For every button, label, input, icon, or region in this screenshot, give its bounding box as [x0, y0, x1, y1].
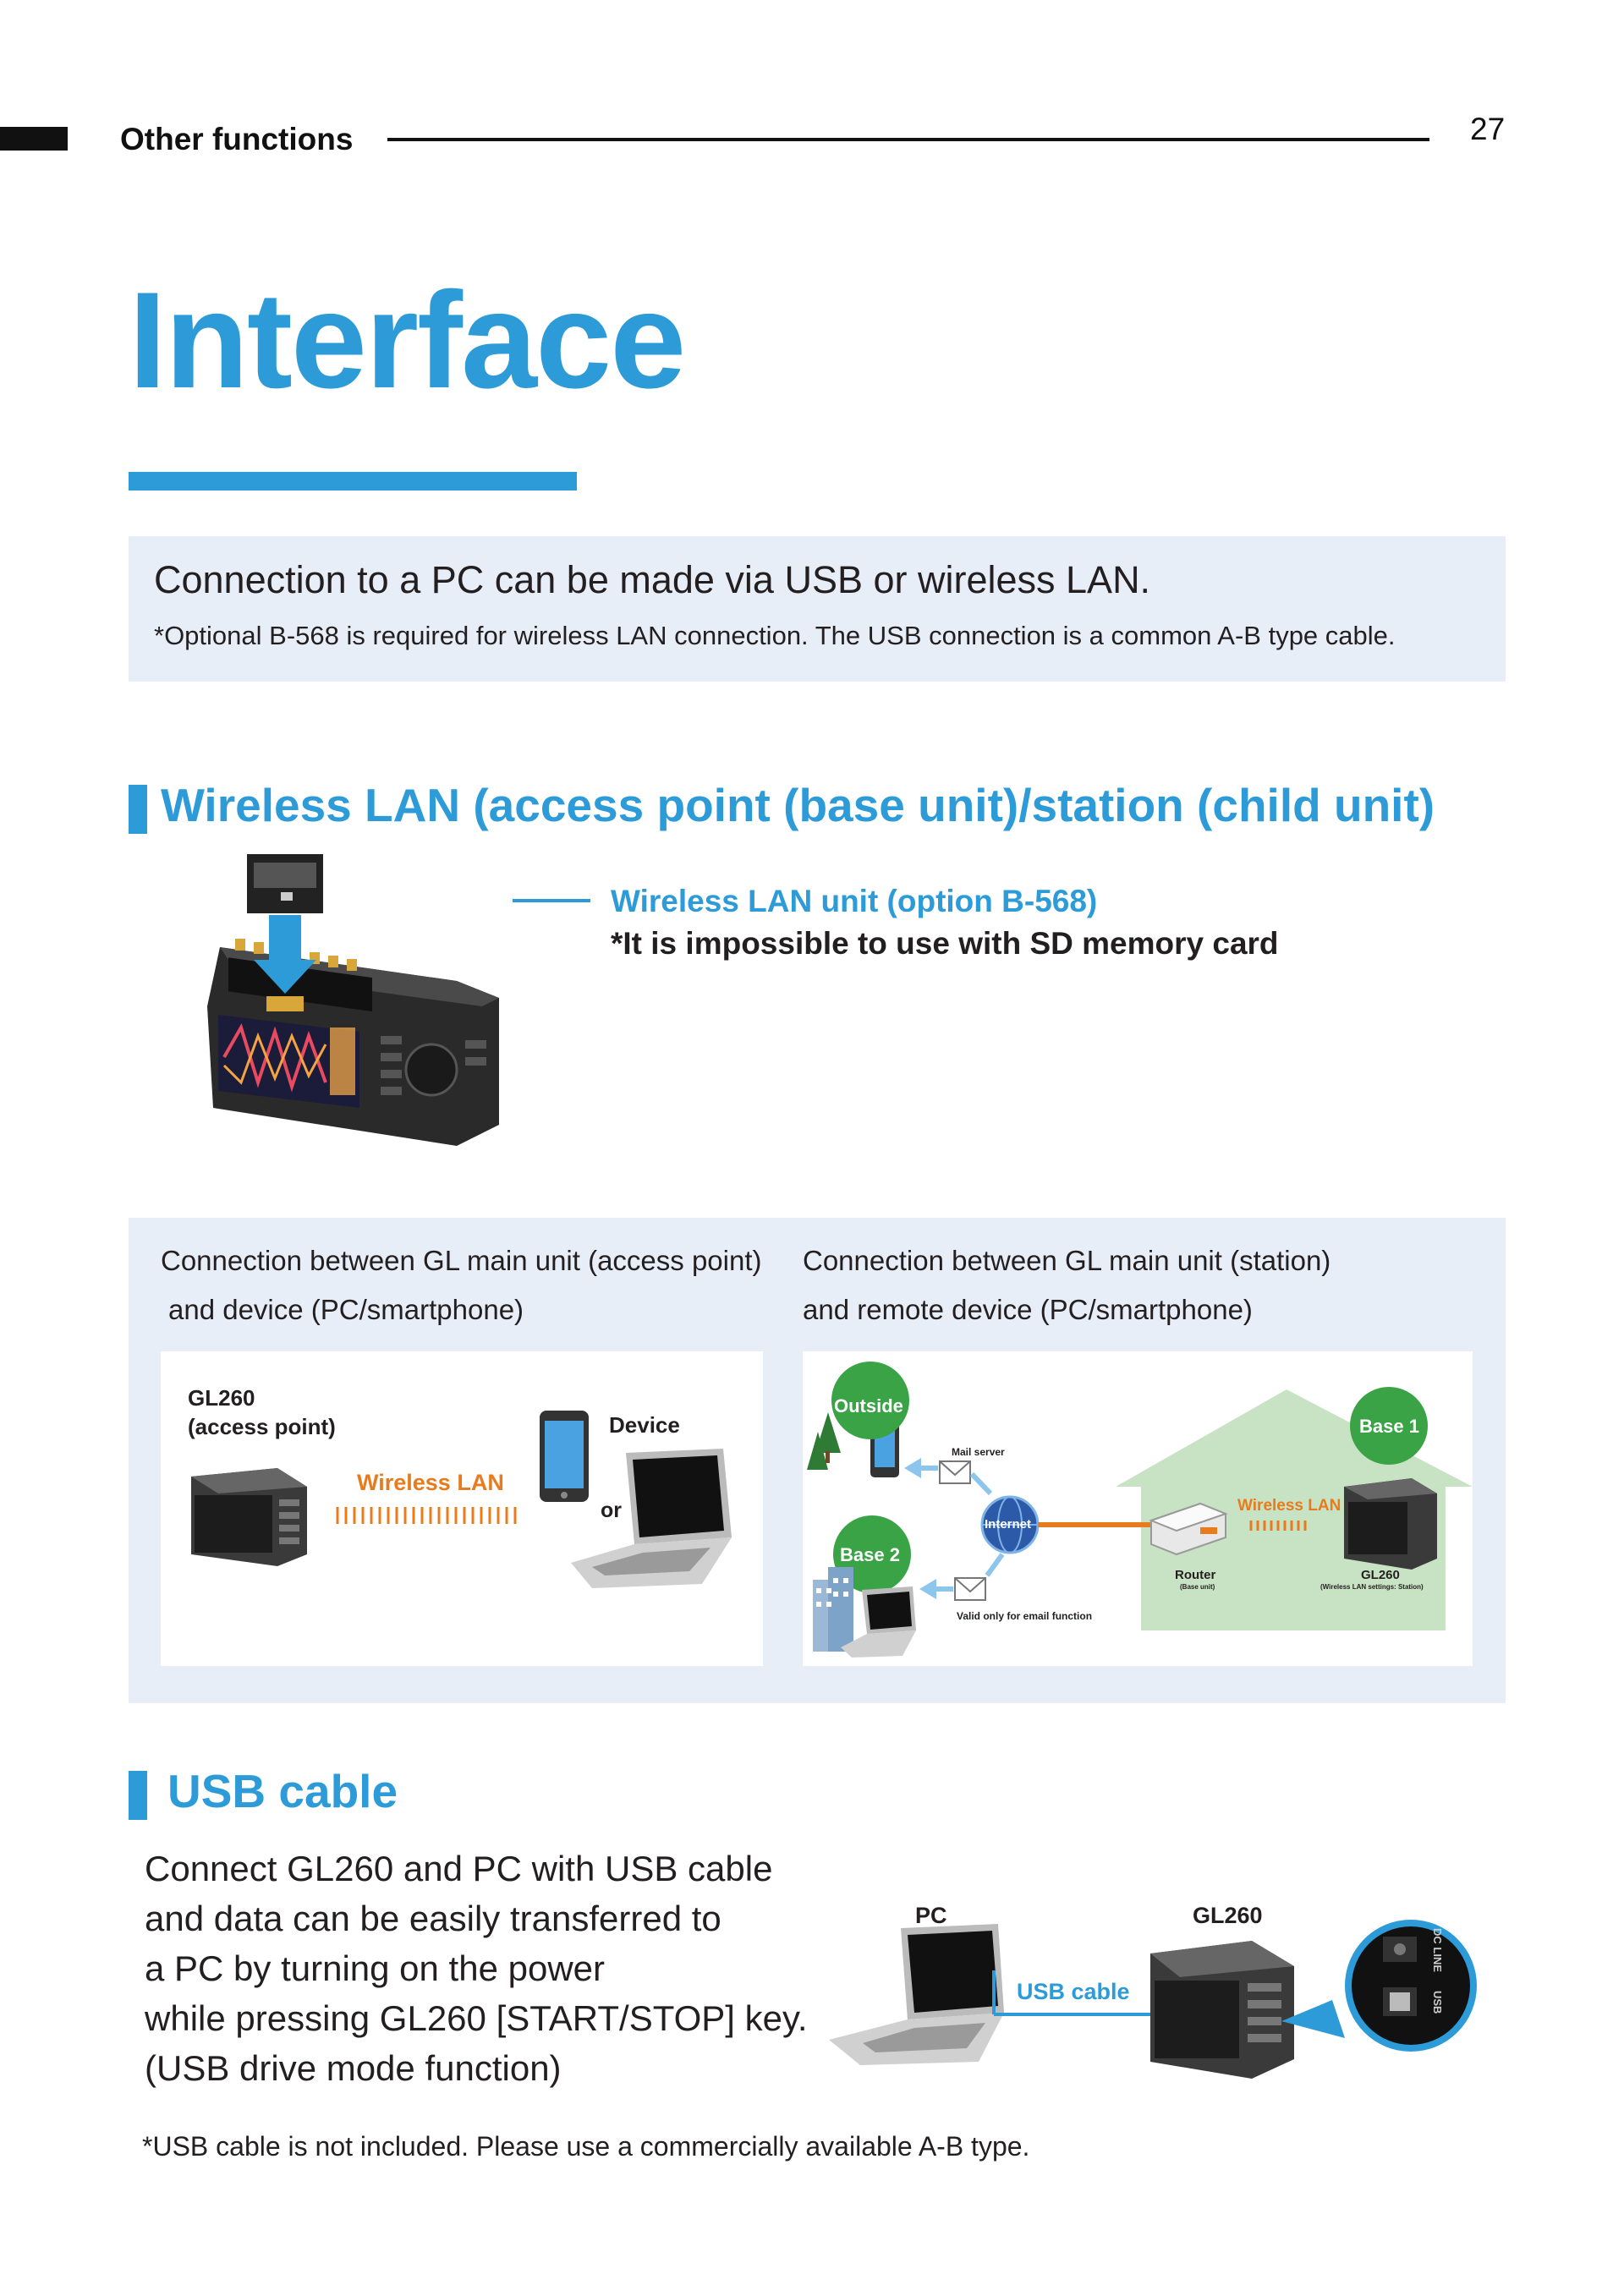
outside-badge: Outside: [834, 1395, 903, 1417]
base1-badge: Base 1: [1359, 1416, 1419, 1437]
usb-pc-label: PC: [915, 1903, 947, 1928]
right-caption-line2: and remote device (PC/smartphone): [803, 1294, 1253, 1325]
laptop-icon: [571, 1449, 732, 1588]
station-network-drawing: [807, 1362, 1473, 1658]
wireless-lan-label-2: Wireless LAN: [1237, 1497, 1341, 1515]
wireless-unit-note: *It is impossible to use with SD memory …: [611, 926, 1279, 961]
usb-note: *USB cable is not included. Please use a…: [142, 2131, 1030, 2162]
usb-gl-label: GL260: [1193, 1903, 1263, 1928]
access-point-diagram: GL260 (access point) Wireless LAN Device…: [161, 1351, 763, 1666]
right-caption-line1: Connection between GL main unit (station…: [803, 1245, 1331, 1276]
wireless-heading: Wireless LAN (access point (base unit)/s…: [161, 779, 1435, 831]
gl260-label: GL260: [188, 1385, 255, 1411]
intro-text: Connection to a PC can be made via USB o…: [154, 558, 1151, 601]
wireless-lan-label: Wireless LAN: [357, 1470, 504, 1495]
dc-line-port-label: DC LINE: [1431, 1928, 1444, 1972]
gl260-device-icon: [191, 1468, 307, 1566]
router-sublabel: (Base unit): [1180, 1583, 1215, 1591]
title-underline: [129, 472, 577, 490]
section-bar: [129, 1771, 147, 1820]
gl260-with-wireless-unit-illustration: [207, 854, 499, 1146]
smartphone-icon: [540, 1411, 589, 1502]
section-title: Other functions: [120, 122, 354, 156]
header-marker: [0, 127, 68, 151]
page-number: 27: [1470, 112, 1506, 146]
left-caption-line1: Connection between GL main unit (access …: [161, 1245, 762, 1276]
usb-port-label: USB: [1431, 1991, 1444, 2014]
usb-body-line: (USB drive mode function): [145, 2048, 562, 2088]
header-rule: [387, 138, 1429, 141]
usb-cable-label: USB cable: [1017, 1979, 1130, 2004]
left-caption-line2: and device (PC/smartphone): [168, 1294, 524, 1325]
page-title: Interface: [129, 264, 686, 417]
usb-body-line: a PC by turning on the power: [145, 1948, 605, 1988]
intro-box: [129, 536, 1506, 682]
section-bar: [129, 785, 147, 834]
device-label: Device: [609, 1412, 680, 1438]
usb-heading: USB cable: [167, 1765, 398, 1817]
usb-body-line: and data can be easily transferred to: [145, 1899, 721, 1938]
usb-body-line: while pressing GL260 [START/STOP] key.: [145, 1998, 808, 2038]
base2-badge: Base 2: [840, 1544, 900, 1565]
gl260-station-sublabel: (Wireless LAN settings: Station): [1320, 1583, 1424, 1591]
wireless-signal-dashes: [336, 1507, 517, 1524]
wireless-unit-label: Wireless LAN unit (option B-568): [611, 884, 1098, 918]
callout-line: [513, 899, 590, 902]
usb-connection-drawing: [829, 1920, 1477, 2079]
router-label: Router: [1175, 1568, 1216, 1582]
gl260-station-label: GL260: [1361, 1568, 1400, 1582]
mail-server-label: Mail server: [952, 1446, 1005, 1458]
email-note: Valid only for email function: [957, 1610, 1093, 1622]
internet-label: Internet: [985, 1517, 1032, 1532]
usb-body-line: Connect GL260 and PC with USB cable: [145, 1849, 773, 1888]
access-point-label: (access point): [188, 1414, 336, 1439]
station-diagram: Outside Base 1 Base 2 Mail server Intern…: [803, 1351, 1473, 1666]
intro-note: *Optional B-568 is required for wireless…: [154, 621, 1396, 650]
usb-description: Connect GL260 and PC with USB cable and …: [145, 1844, 808, 2093]
or-label: or: [601, 1499, 622, 1522]
